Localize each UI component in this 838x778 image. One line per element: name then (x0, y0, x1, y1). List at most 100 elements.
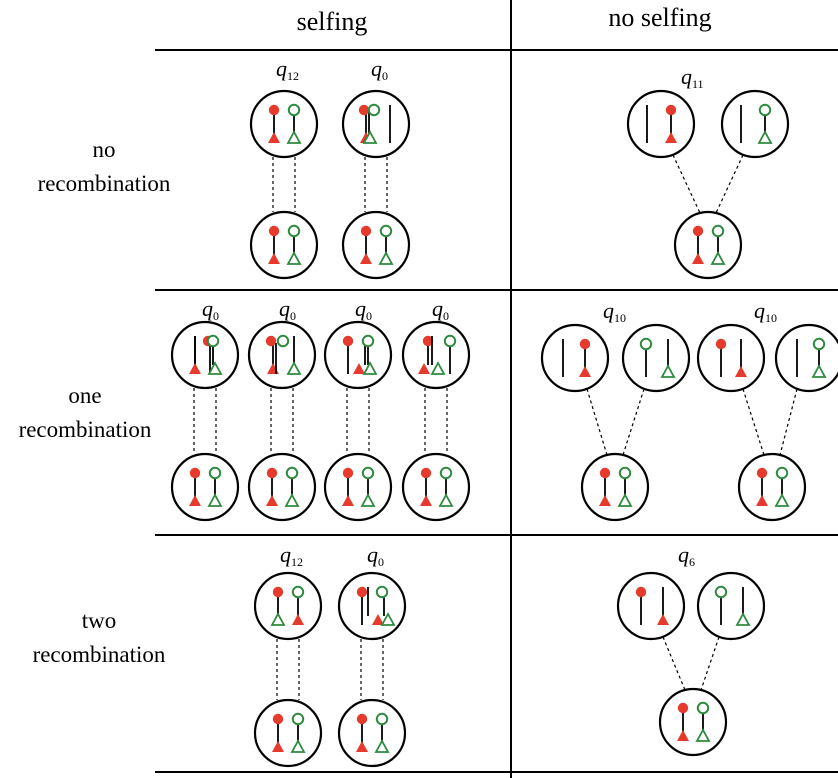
cell-r3-noself-right-parent (696, 571, 766, 641)
filled-red-triangle-icon (657, 614, 669, 625)
cell-r3-noself-left-parent (616, 571, 686, 641)
cell-r2-noself-a-child (580, 452, 650, 522)
cell-r1-noself-right-parent (720, 89, 790, 159)
filled-red-triangle-icon (599, 495, 611, 506)
filled-red-triangle-icon (267, 363, 279, 374)
filled-red-circle-icon (358, 104, 370, 116)
cell-boundary (720, 89, 790, 159)
q-label-r3-self-b: q0 (367, 542, 384, 569)
q-label-r1-self-a: q12 (276, 56, 299, 83)
cell-r2-self-parent (170, 320, 240, 390)
open-green-circle-icon (287, 224, 301, 238)
cell-r2-noself-b-right-parent (774, 323, 838, 393)
cell-boundary (626, 89, 696, 159)
filled-red-circle-icon (692, 225, 704, 237)
cell-r1-noself-child (673, 210, 743, 280)
q-label-r2-self-c: q0 (355, 296, 372, 323)
q-label-r1-self-b: q0 (371, 56, 388, 83)
open-green-circle-icon (208, 466, 222, 480)
cell-r2-noself-a-left-parent (540, 323, 610, 393)
open-green-triangle-icon (438, 493, 454, 507)
open-green-triangle-icon (286, 361, 302, 375)
cell-r2-self-child (323, 452, 393, 522)
row-label-no: no (93, 137, 116, 162)
filled-red-triangle-icon (266, 495, 278, 506)
lineage-dashed-line (700, 636, 720, 691)
q-label-r3-self-a: q12 (280, 542, 303, 569)
open-green-triangle-icon (284, 493, 300, 507)
open-green-triangle-icon (286, 251, 302, 265)
open-green-circle-icon (639, 337, 653, 351)
filled-red-circle-icon (265, 335, 277, 347)
filled-red-triangle-icon (665, 132, 677, 143)
open-green-circle-icon (714, 585, 728, 599)
open-green-circle-icon (775, 466, 789, 480)
open-green-triangle-icon (374, 739, 390, 753)
cell-boundary (696, 323, 766, 393)
filled-red-triangle-icon (353, 363, 365, 374)
filled-red-triangle-icon (356, 741, 368, 752)
open-green-circle-icon (711, 224, 725, 238)
filled-red-circle-icon (579, 338, 591, 350)
filled-red-circle-icon (360, 225, 372, 237)
cell-r3-noself-child (658, 687, 728, 757)
cell-r2-self-parent (247, 320, 317, 390)
cell-boundary (737, 452, 807, 522)
filled-red-triangle-icon (735, 366, 747, 377)
filled-red-circle-icon (268, 104, 280, 116)
open-green-triangle-icon (430, 361, 446, 375)
cell-r2-noself-b-left-parent (696, 323, 766, 393)
cell-boundary (673, 210, 743, 280)
filled-red-circle-icon (635, 586, 647, 598)
filled-red-circle-icon (356, 586, 368, 598)
cell-r2-self-parent (401, 320, 471, 390)
open-green-circle-icon (618, 466, 632, 480)
cell-r1-self-b-parent (341, 89, 411, 159)
filled-red-circle-icon (715, 338, 727, 350)
open-green-circle-icon (361, 466, 375, 480)
row-label-no-recombination: recombination (38, 171, 171, 196)
cell-boundary (247, 452, 317, 522)
cell-r2-noself-a-right-parent (621, 323, 691, 393)
open-green-triangle-icon (695, 728, 711, 742)
cell-r2-noself-b-child (737, 452, 807, 522)
cell-r1-self-a-child (249, 210, 319, 280)
cell-r1-noself-left-parent (626, 89, 696, 159)
cell-boundary (580, 452, 650, 522)
open-green-triangle-icon (378, 251, 394, 265)
filled-red-circle-icon (272, 713, 284, 725)
open-green-circle-icon (367, 103, 381, 117)
open-green-triangle-icon (207, 361, 223, 375)
q-label-r1-noself: q11 (681, 64, 704, 91)
cell-r3-self-b-child (337, 698, 407, 768)
cell-r1-self-b-child (341, 210, 411, 280)
open-green-triangle-icon (362, 361, 378, 375)
cell-r3-self-a-parent (253, 571, 323, 641)
cell-boundary (253, 698, 323, 768)
cell-boundary (616, 571, 686, 641)
open-green-circle-icon (443, 334, 457, 348)
lineage-dashed-line (622, 388, 645, 456)
filled-red-triangle-icon (292, 614, 304, 625)
filled-red-triangle-icon (418, 363, 430, 374)
lineage-dashed-line (779, 388, 798, 456)
cell-boundary (170, 452, 240, 522)
open-green-triangle-icon (617, 493, 633, 507)
cell-r2-self-parent (323, 320, 393, 390)
filled-red-circle-icon (665, 104, 677, 116)
lineage-dashed-line (672, 154, 701, 214)
cell-r1-self-a-parent (249, 89, 319, 159)
open-green-circle-icon (206, 334, 220, 348)
cell-boundary (337, 571, 407, 641)
row-label-two: two (82, 608, 117, 633)
cell-boundary (323, 320, 393, 390)
open-green-triangle-icon (811, 364, 827, 378)
open-green-circle-icon (812, 337, 826, 351)
cell-boundary (341, 210, 411, 280)
filled-red-triangle-icon (692, 253, 704, 264)
open-green-triangle-icon (735, 612, 751, 626)
cell-r2-self-child (401, 452, 471, 522)
row-label-two-recombination: recombination (33, 642, 166, 667)
cell-boundary (247, 320, 317, 390)
cell-r2-self-child (247, 452, 317, 522)
